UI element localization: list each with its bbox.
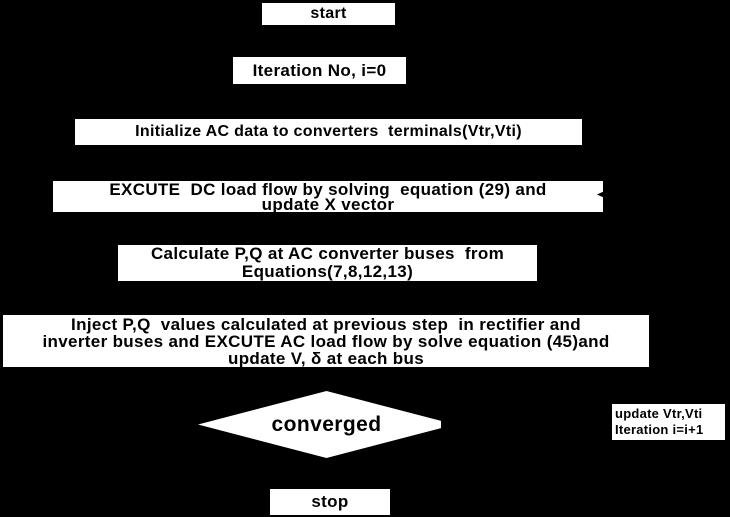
update-iteration-line1: update Vtr,Vti [615,406,703,421]
converged-label: converged [271,412,382,436]
inject-pq-line1: Inject P,Q values calculated at previous… [71,314,581,334]
converged-decision: converged [198,391,455,458]
inject-pq-node: Inject P,Q values calculated at previous… [3,315,649,367]
calculate-pq-line2: Equations(7,8,12,13) [241,262,414,281]
stop-label: stop [311,492,349,511]
dc-load-flow-node: EXCUTE DC load flow by solving equation … [53,179,603,214]
start-node: start [262,3,395,25]
initialize-ac-data-label: Initialize AC data to converters termina… [135,123,522,140]
calculate-pq-node: Calculate P,Q at AC converter buses from… [118,245,537,281]
stop-node: stop [270,489,390,515]
iteration-init-label: Iteration No, i=0 [252,60,387,80]
update-iteration-node: update Vtr,Vti Iteration i=i+1 [612,404,725,440]
update-iteration-line2: Iteration i=i+1 [615,422,704,437]
iteration-init-node: Iteration No, i=0 [233,57,406,84]
arrowhead-into-dc-load-flow-icon [597,189,609,200]
calculate-pq-line1: Calculate P,Q at AC converter buses from [150,244,505,263]
start-label: start [310,5,347,22]
dc-load-flow-line2: update X vector [261,194,395,214]
dc-load-flow-line1: EXCUTE DC load flow by solving equation … [109,179,547,199]
inject-pq-line2: inverter buses and EXCUTE AC load flow b… [42,331,610,351]
inject-pq-line3: update V, δ at each bus [227,348,425,368]
initialize-ac-data-node: Initialize AC data to converters termina… [75,119,582,145]
